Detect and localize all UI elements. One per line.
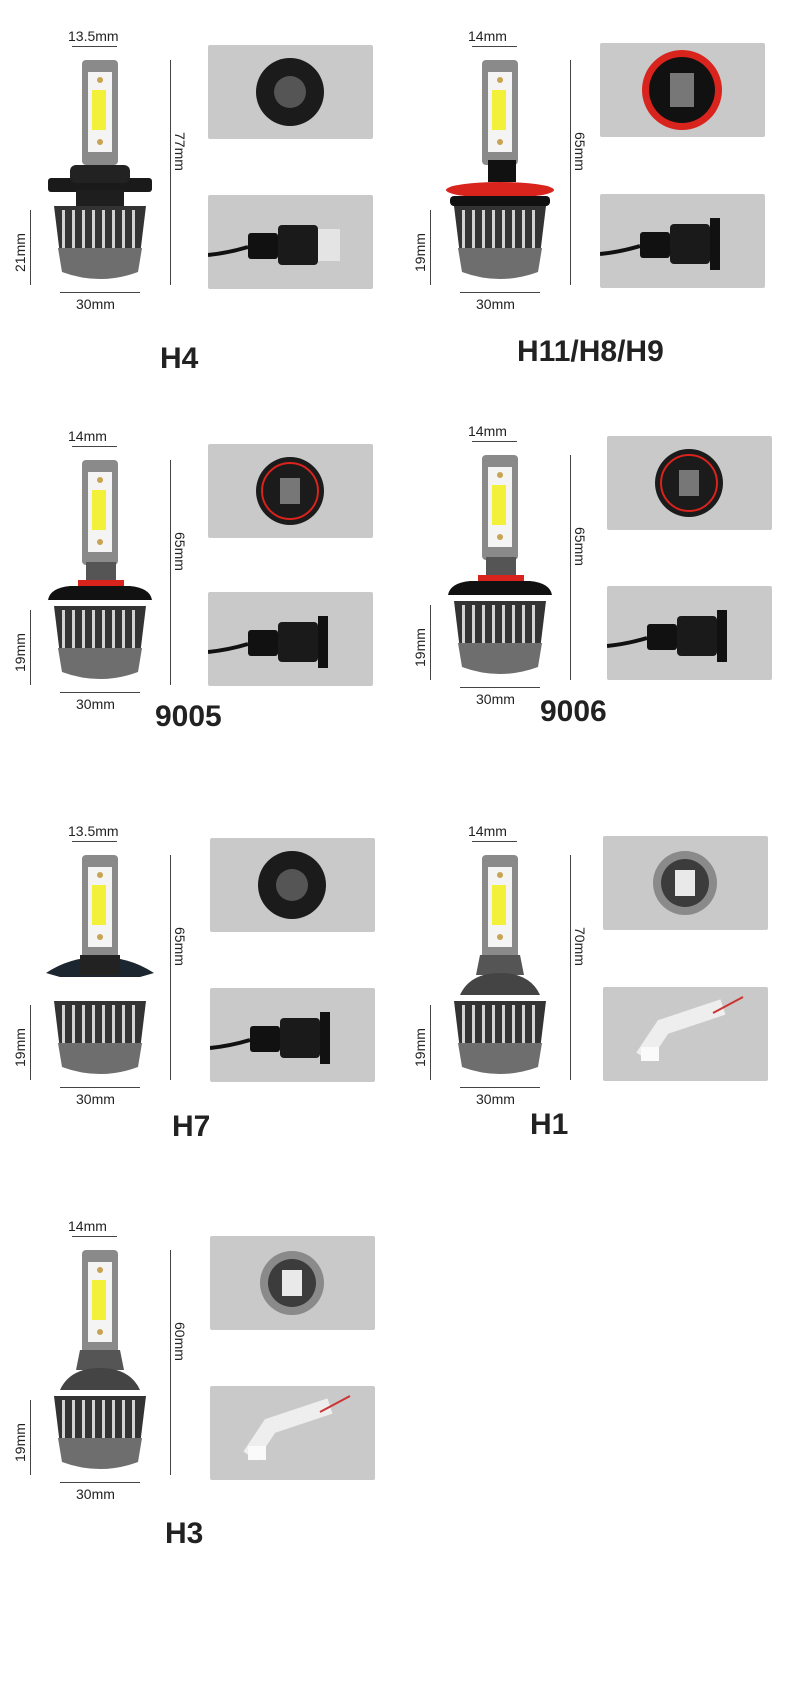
socket-photo	[600, 43, 765, 137]
base-height-dimension: 21mm	[12, 233, 28, 272]
bulb-image	[440, 845, 560, 1090]
socket-photo	[208, 444, 373, 538]
model-label: H1	[530, 1108, 569, 1141]
width-dimension: 13.5mm	[68, 28, 119, 44]
base-height-dimension: 19mm	[12, 633, 28, 672]
led-chip	[92, 885, 106, 925]
led-chip	[492, 90, 506, 130]
width-dimension: 14mm	[68, 1218, 107, 1234]
height-dimension: 65mm	[172, 532, 188, 571]
height-line	[170, 460, 171, 685]
base-height-dimension: 19mm	[412, 1028, 428, 1067]
connector-photo	[599, 194, 765, 288]
socket-photo	[208, 45, 373, 139]
model-label: H4	[160, 342, 199, 375]
base-height-line	[30, 1005, 31, 1080]
base-width-dimension: 30mm	[76, 296, 115, 312]
base-height-line	[430, 1005, 431, 1080]
product-panel-9005: 14mm 65mm 19mm 30mm 9005	[0, 400, 400, 800]
socket-photo	[603, 836, 768, 930]
led-chip	[492, 485, 506, 525]
led-chip	[92, 90, 106, 130]
base-width-line	[460, 687, 540, 688]
base-height-line	[430, 210, 431, 285]
base-height-dimension: 19mm	[412, 233, 428, 272]
model-label: 9005	[155, 700, 222, 733]
height-line	[170, 1250, 171, 1475]
socket-photo	[210, 1236, 375, 1330]
height-line	[570, 855, 571, 1080]
height-line	[570, 60, 571, 285]
connector-photo	[603, 987, 768, 1081]
width-line	[472, 46, 517, 47]
led-chip	[92, 490, 106, 530]
width-dimension: 14mm	[68, 428, 107, 444]
model-label: H7	[172, 1110, 211, 1143]
width-line	[472, 841, 517, 842]
base-width-dimension: 30mm	[476, 296, 515, 312]
base-width-line	[60, 1482, 140, 1483]
height-dimension: 70mm	[572, 927, 588, 966]
width-line	[72, 446, 117, 447]
base-height-dimension: 19mm	[412, 628, 428, 667]
model-label: H11/H8/H9	[517, 335, 664, 368]
base-height-line	[430, 605, 431, 680]
width-line	[472, 441, 517, 442]
base-width-line	[60, 1087, 140, 1088]
height-dimension: 65mm	[172, 927, 188, 966]
base-height-line	[30, 1400, 31, 1475]
connector-photo	[207, 195, 373, 289]
base-width-dimension: 30mm	[476, 1091, 515, 1107]
width-dimension: 14mm	[468, 28, 507, 44]
height-line	[570, 455, 571, 680]
base-width-line	[60, 692, 140, 693]
connector-photo	[209, 988, 375, 1082]
socket-photo	[210, 838, 375, 932]
width-line	[72, 46, 117, 47]
bulb-image	[440, 50, 560, 295]
base-width-line	[460, 1087, 540, 1088]
base-height-dimension: 19mm	[12, 1423, 28, 1462]
connector-photo	[207, 592, 373, 686]
base-width-dimension: 30mm	[476, 691, 515, 707]
model-label: 9006	[540, 695, 607, 728]
width-dimension: 13.5mm	[68, 823, 119, 839]
bulb-image	[40, 50, 160, 295]
connector-photo	[210, 1386, 375, 1480]
base-width-line	[460, 292, 540, 293]
base-height-line	[30, 610, 31, 685]
base-width-dimension: 30mm	[76, 696, 115, 712]
width-dimension: 14mm	[468, 823, 507, 839]
width-line	[72, 841, 117, 842]
bulb-image	[40, 845, 160, 1090]
height-dimension: 77mm	[172, 132, 188, 171]
led-chip	[92, 1280, 106, 1320]
height-line	[170, 855, 171, 1080]
led-chip	[492, 885, 506, 925]
base-width-dimension: 30mm	[76, 1486, 115, 1502]
base-width-line	[60, 292, 140, 293]
height-line	[170, 60, 171, 285]
bulb-image	[40, 1240, 160, 1485]
width-line	[72, 1236, 117, 1237]
base-width-dimension: 30mm	[76, 1091, 115, 1107]
base-height-line	[30, 210, 31, 285]
height-dimension: 65mm	[572, 132, 588, 171]
bulb-image	[440, 445, 560, 690]
socket-photo	[607, 436, 772, 530]
width-dimension: 14mm	[468, 423, 507, 439]
base-height-dimension: 19mm	[12, 1028, 28, 1067]
model-label: H3	[165, 1517, 204, 1550]
product-panel-9006: 14mm 65mm 19mm 30mm 9006	[400, 395, 800, 795]
connector-photo	[606, 586, 772, 680]
bulb-image	[40, 450, 160, 695]
height-dimension: 65mm	[572, 527, 588, 566]
height-dimension: 60mm	[172, 1322, 188, 1361]
